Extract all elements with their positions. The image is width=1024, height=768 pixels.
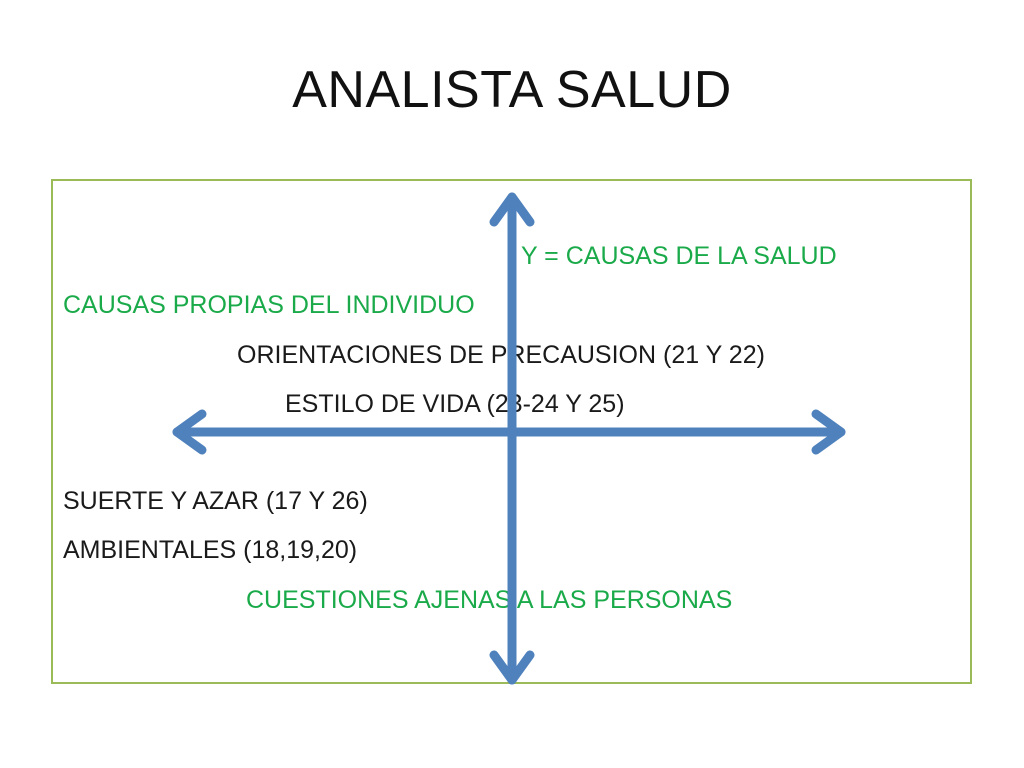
item-lifestyle: ESTILO DE VIDA (23-24 Y 25) — [285, 390, 625, 418]
bottom-label: CUESTIONES AJENAS A LAS PERSONAS — [246, 586, 733, 614]
slide-title: ANALISTA SALUD — [292, 61, 732, 119]
item-luck: SUERTE Y AZAR (17 Y 26) — [63, 487, 368, 515]
item-precaution: ORIENTACIONES DE PRECAUSION (21 Y 22) — [237, 341, 765, 369]
y-axis-label: Y = CAUSAS DE LA SALUD — [521, 242, 837, 270]
top-left-label: CAUSAS PROPIAS DEL INDIVIDUO — [63, 291, 475, 319]
item-environment: AMBIENTALES (18,19,20) — [63, 536, 358, 564]
